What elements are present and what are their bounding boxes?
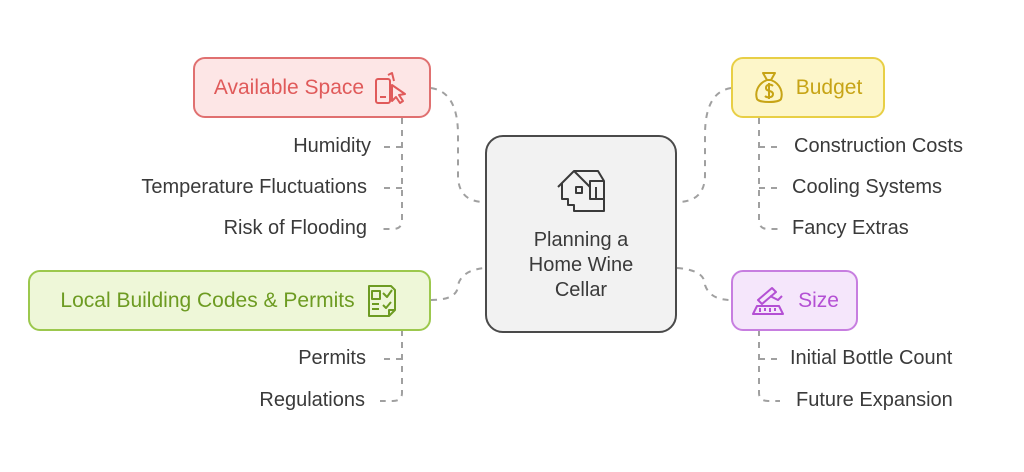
available-space-node: Available Space [193, 57, 431, 118]
size-label: Size [798, 288, 839, 312]
house-icon [554, 165, 608, 222]
leaf-future-expansion: Future Expansion [796, 389, 953, 411]
size-node: Size [731, 270, 858, 331]
center-title-line-2: Home Wine [528, 254, 634, 276]
leaf-temperature-fluctuations: Temperature Fluctuations [141, 176, 367, 198]
measuring-icon [750, 286, 786, 316]
center-title-line-3: Cellar [554, 279, 608, 301]
leaf-risk-of-flooding: Risk of Flooding [223, 217, 367, 239]
leaf-initial-bottle-count: Initial Bottle Count [790, 347, 953, 369]
leaf-permits: Permits [298, 347, 366, 369]
local-building-codes-label: Local Building Codes & Permits [60, 288, 355, 312]
leaf-regulations: Regulations [259, 389, 365, 411]
leaf-fancy-extras: Fancy Extras [792, 217, 909, 239]
phone-tap-icon [374, 71, 410, 105]
available-space-label: Available Space [213, 75, 365, 99]
checklist-icon [365, 284, 399, 318]
budget-node: Budget [731, 57, 885, 118]
local-building-codes-node: Local Building Codes & Permits [28, 270, 431, 331]
leaf-humidity: Humidity [293, 135, 371, 157]
leaf-construction-costs: Construction Costs [794, 135, 963, 157]
leaf-cooling-systems: Cooling Systems [792, 176, 943, 198]
center-node: Planning a Home Wine Cellar [485, 135, 677, 333]
center-title-line-1: Planning a [533, 229, 629, 251]
budget-label: Budget [795, 75, 863, 99]
money-bag-icon [754, 71, 784, 105]
